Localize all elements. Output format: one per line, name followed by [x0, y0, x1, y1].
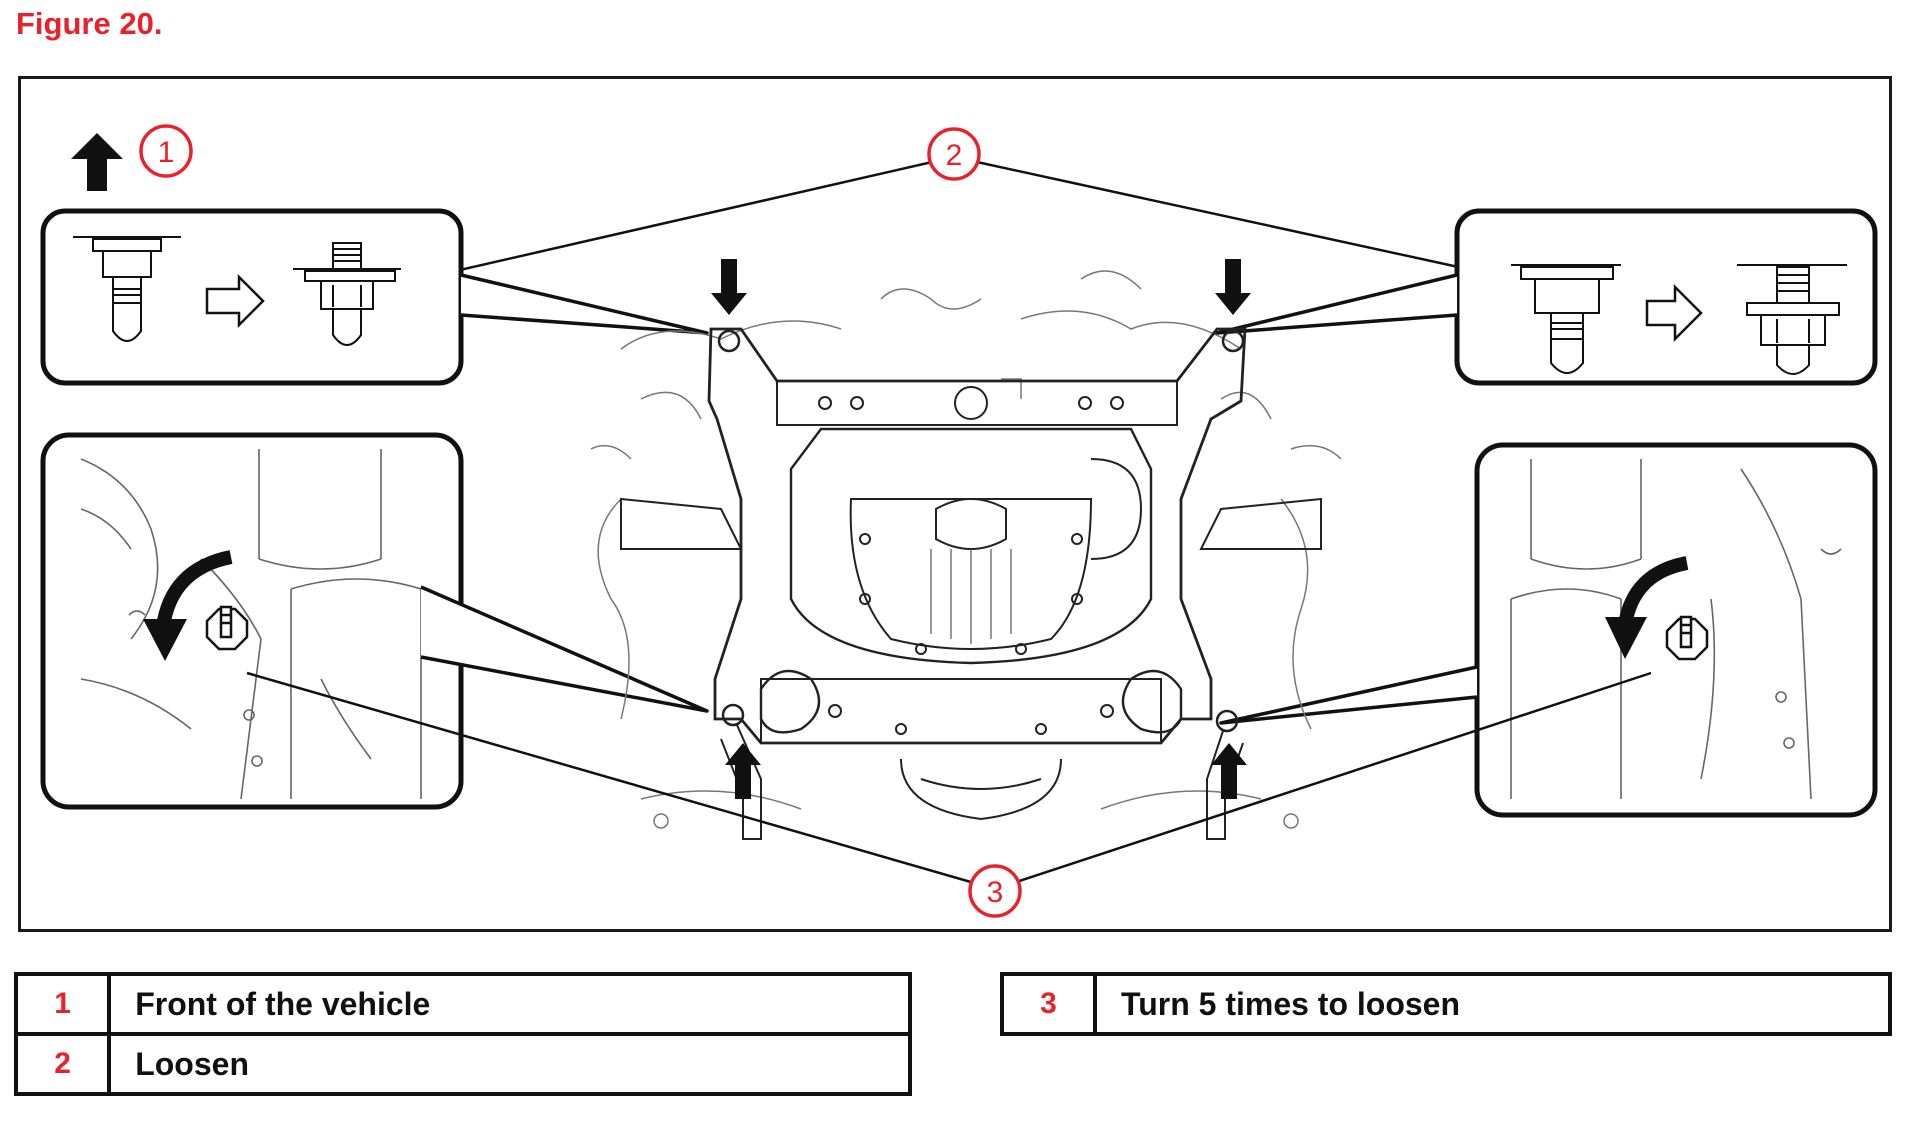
inset-bolt-left	[40, 208, 464, 386]
legend-table-right: 3 Turn 5 times to loosen	[999, 972, 1892, 1036]
front-arrow-icon	[71, 133, 123, 191]
inset-rotate-left	[40, 432, 464, 810]
figure-title: Figure 20.	[16, 6, 163, 41]
legend-number: 2	[13, 1032, 112, 1096]
callout-3-leaders	[246, 671, 1652, 891]
callout-1: 1	[139, 124, 193, 178]
legend-description: Turn 5 times to loosen	[1093, 972, 1892, 1036]
rotate-arrow-icon	[1605, 556, 1689, 659]
inset-bolt-right	[1454, 208, 1878, 386]
diagram-frame: 1 2	[18, 76, 1892, 932]
press-arrow-icon	[725, 743, 761, 799]
callout-2-label: 2	[946, 139, 963, 172]
legend-row: 1 Front of the vehicle	[13, 972, 912, 1036]
legend-row: 3 Turn 5 times to loosen	[999, 972, 1892, 1036]
legend-number: 1	[13, 972, 112, 1036]
callout-2: 2	[927, 127, 981, 181]
inset-pointers	[420, 273, 1478, 725]
press-arrow-icon	[1215, 259, 1251, 315]
press-arrow-icon	[1211, 743, 1247, 799]
legend-row: 2 Loosen	[13, 1032, 912, 1096]
callout-3-label: 3	[987, 876, 1004, 909]
hollow-arrow-icon	[1645, 283, 1703, 343]
legend-table-left: 1 Front of the vehicle 2 Loosen	[13, 972, 912, 1096]
callout-1-label: 1	[158, 136, 175, 169]
press-arrow-icon	[711, 259, 747, 315]
subframe-drawing	[590, 270, 1342, 840]
callout-3: 3	[968, 864, 1022, 918]
legend-number: 3	[999, 972, 1098, 1036]
inset-rotate-right	[1474, 442, 1878, 818]
legend-description: Front of the vehicle	[107, 972, 912, 1036]
rotate-arrow-icon	[143, 550, 233, 661]
legend-description: Loosen	[107, 1032, 912, 1096]
hollow-arrow-icon	[205, 273, 265, 329]
callout-2-leaders	[402, 155, 1496, 285]
